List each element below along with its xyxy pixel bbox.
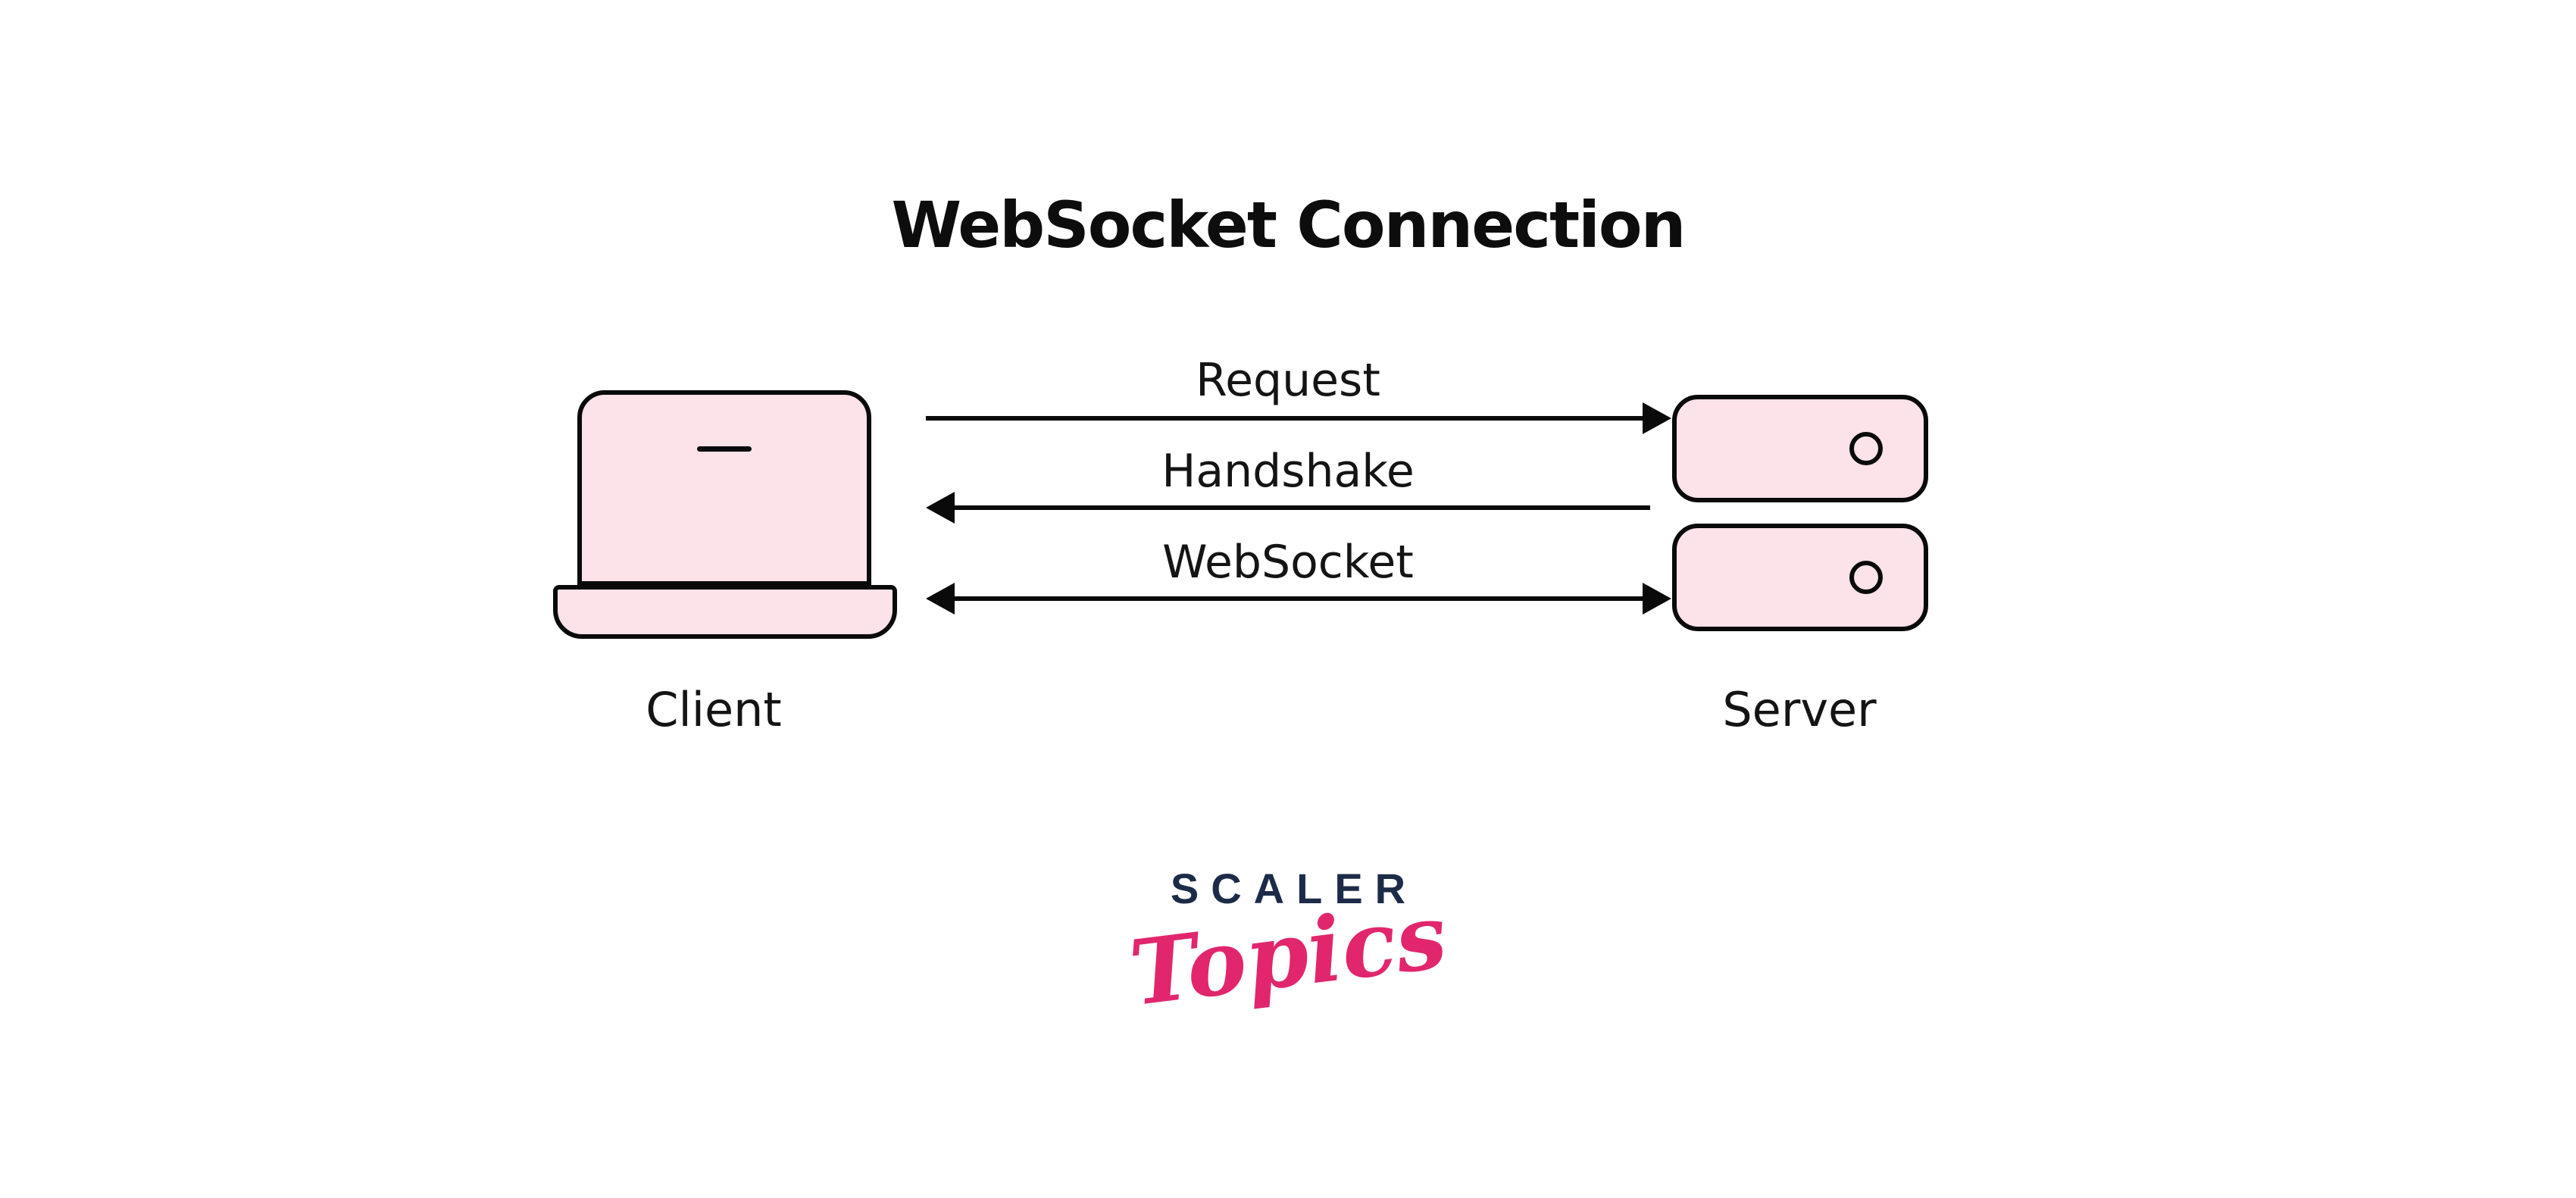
scaler-topics-logo: SCALER Topics — [985, 864, 1591, 1026]
arrow-request-label: Request — [1196, 354, 1380, 407]
arrow-websocket-label: WebSocket — [1162, 536, 1414, 589]
server-label: Server — [1722, 682, 1877, 737]
laptop-screen — [577, 390, 871, 586]
client-label: Client — [646, 682, 782, 737]
arrowhead-right-icon — [1643, 402, 1671, 434]
server-led-circle-icon — [1849, 432, 1883, 465]
diagram-title: WebSocket Connection — [891, 188, 1687, 262]
arrowhead-right-icon — [1643, 583, 1671, 615]
server-led-circle-icon — [1849, 561, 1883, 594]
laptop-camera-dash-icon — [697, 446, 752, 452]
arrow-request-line — [926, 416, 1644, 421]
scaler-wordmark: SCALER — [1170, 865, 1418, 912]
server-unit — [1672, 524, 1928, 631]
server-unit — [1672, 395, 1928, 502]
laptop-base — [553, 585, 897, 639]
arrow-handshake-line — [949, 505, 1650, 510]
arrow-websocket-line — [949, 596, 1644, 601]
arrow-handshake-label: Handshake — [1161, 445, 1415, 498]
